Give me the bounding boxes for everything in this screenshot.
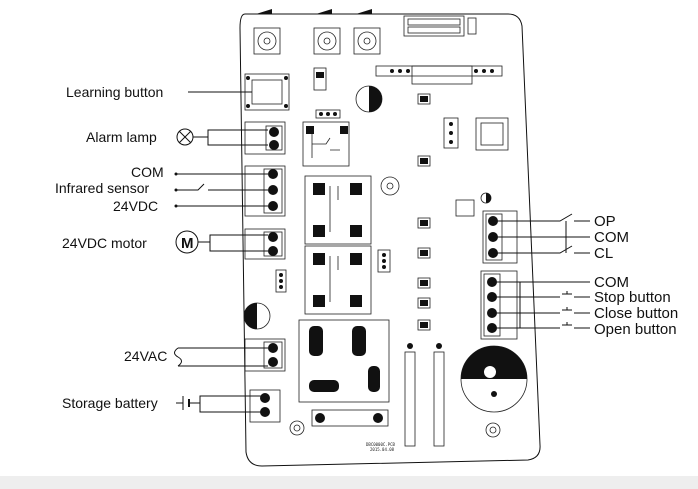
wire-24vac — [178, 347, 268, 367]
label-cl: CL — [594, 245, 613, 262]
wire-close — [492, 307, 590, 314]
fuse-f3 — [433, 351, 445, 447]
sensor-led — [380, 176, 400, 196]
wire-open — [492, 322, 590, 329]
board-footer-line2: 2015.04.08 — [370, 447, 395, 452]
led-1 — [313, 67, 327, 91]
bottom-bar — [0, 476, 698, 489]
label-infrared-sensor: Infrared sensor — [55, 180, 149, 196]
fuse-f1 — [311, 409, 389, 427]
label-op: OP — [594, 213, 616, 230]
motor-letter: M — [181, 235, 194, 252]
relay-rl6 — [302, 121, 350, 167]
connector-sensor — [244, 165, 286, 217]
label-com: COM — [131, 164, 164, 180]
capacitor-c25 — [460, 345, 528, 413]
label-24vac: 24VAC — [124, 348, 167, 364]
dip-switch — [403, 15, 477, 37]
potentiometer-vr2 — [313, 9, 341, 55]
board-footer-line1: DBC0000C.PCB — [366, 442, 395, 447]
wire-cl — [493, 245, 590, 254]
label-com-top: COM — [594, 229, 629, 246]
connector-battery — [249, 389, 281, 423]
label-24vdc: 24VDC — [113, 198, 158, 214]
battery-symbol — [182, 396, 190, 410]
connector-alarm — [244, 121, 286, 155]
component-column — [417, 155, 431, 331]
transformer — [298, 319, 390, 403]
label-com-bottom: COM — [594, 274, 629, 291]
connector-motor — [244, 228, 286, 260]
pcb-outline — [239, 13, 541, 467]
wire-stop — [492, 291, 590, 298]
wire-op — [493, 213, 590, 222]
ac-source-symbol — [174, 347, 182, 367]
label-open-button: Open button — [594, 321, 677, 338]
connector-power — [244, 338, 286, 372]
label-motor: 24VDC motor — [62, 235, 147, 251]
label-learning-button: Learning button — [66, 84, 163, 100]
lamp-symbol — [176, 128, 194, 146]
label-close-button: Close button — [594, 305, 678, 322]
wire-motor — [198, 234, 268, 252]
relay-1 — [304, 175, 372, 245]
label-alarm-lamp: Alarm lamp — [86, 129, 157, 145]
header-connector — [375, 65, 503, 85]
potentiometer-vr3 — [353, 9, 381, 55]
fuse-f2 — [404, 351, 416, 447]
mcu-chip — [443, 117, 509, 151]
wire-battery — [176, 395, 262, 413]
relay-2 — [304, 245, 372, 315]
learning-button-switch — [244, 73, 290, 111]
label-storage-battery: Storage battery — [62, 395, 158, 411]
motor-symbol: M — [175, 230, 199, 254]
potentiometer-vr1 — [253, 9, 281, 55]
wire-alarm — [193, 129, 268, 146]
connector-buttons — [480, 270, 518, 340]
label-stop-button: Stop button — [594, 289, 671, 306]
wire-sensor — [176, 183, 268, 191]
